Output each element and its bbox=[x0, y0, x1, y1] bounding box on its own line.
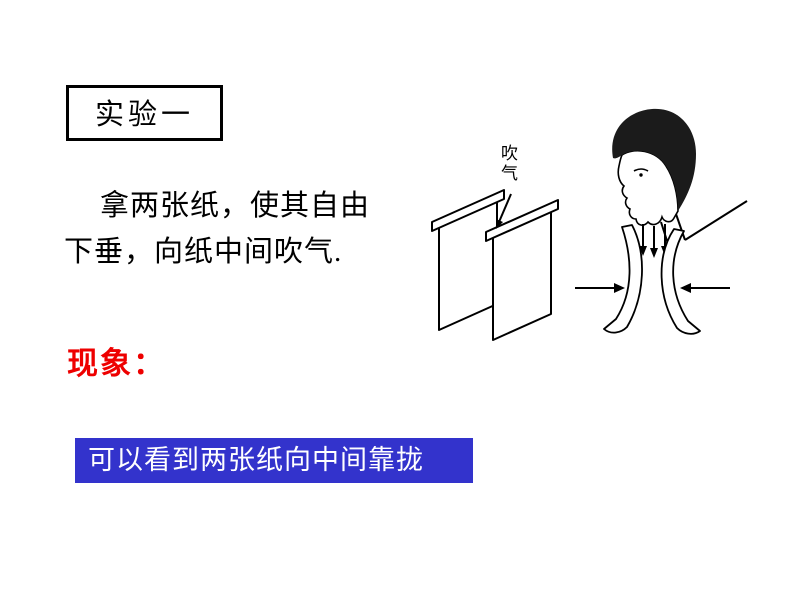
instruction-text: 拿两张纸，使其自由 下垂，向纸中间吹气. bbox=[64, 183, 424, 275]
illustration-drawing bbox=[431, 108, 748, 341]
experiment-title-box: 实验一 bbox=[66, 85, 224, 141]
experiment-title: 实验一 bbox=[95, 99, 195, 131]
result-box: 可以看到两张纸向中间靠拢 bbox=[75, 438, 473, 483]
instruction-line-1: 拿两张纸，使其自由 bbox=[100, 190, 371, 222]
experiment-illustration: 吹气 bbox=[425, 98, 755, 363]
phenomenon-label: 现象： bbox=[67, 346, 166, 381]
result-text: 可以看到两张纸向中间靠拢 bbox=[88, 445, 424, 475]
blow-arrow-icon bbox=[496, 193, 512, 229]
inward-arrows-icon bbox=[575, 283, 730, 293]
instruction-line-2: 下垂，向纸中间吹气. bbox=[64, 236, 343, 268]
blowing-face-icon bbox=[612, 108, 696, 226]
hanging-papers-icon bbox=[431, 189, 559, 341]
curved-papers-icon bbox=[603, 224, 701, 335]
blow-label: 吹气 bbox=[498, 144, 517, 184]
